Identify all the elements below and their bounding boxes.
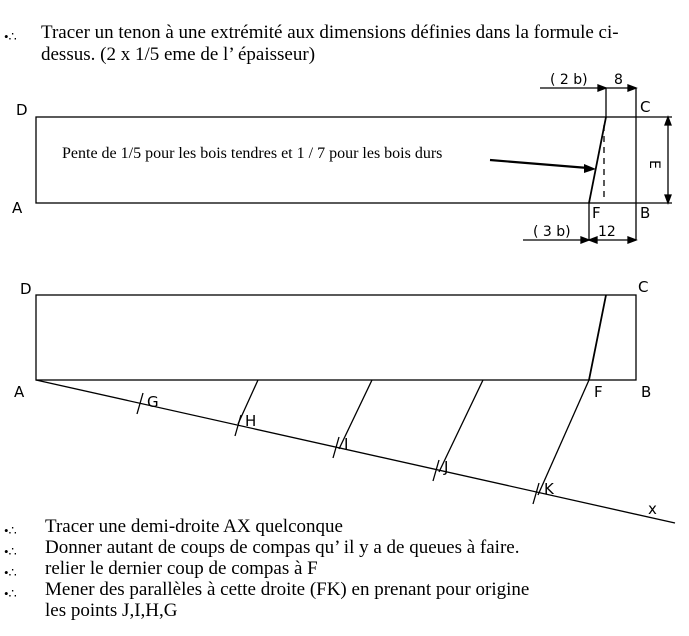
intro-line-2: dessus. (2 x 1/5 eme de l’ épaisseur)	[41, 44, 316, 65]
step-text-3: relier le dernier coup de compas à F	[45, 558, 318, 579]
label-B-2: B	[641, 383, 651, 401]
label-A-1: A	[12, 199, 23, 217]
label-G: G	[147, 393, 159, 411]
label-J: J	[443, 458, 448, 476]
step-bullet-1: •∴	[4, 523, 17, 538]
label-K: K	[544, 480, 555, 498]
slope-note: Pente de 1/5 pour les bois tendres et 1 …	[62, 145, 442, 162]
label-F-1: F	[592, 204, 601, 222]
parallel-FK	[537, 379, 590, 496]
tail-slope-line	[588, 294, 607, 381]
dim-label-12: 12	[598, 224, 616, 240]
diagram-1-labels: D A C B F ( 2 b) 8 ( 3 b) 12 E Pente de …	[12, 72, 662, 240]
tick-H	[234, 414, 242, 437]
tenon-slope-line	[588, 116, 607, 204]
label-F-2: F	[594, 383, 603, 401]
diagram-2	[35, 294, 676, 524]
step-text-4-continued: les points J,I,H,G	[45, 600, 178, 621]
step-text-2: Donner autant de coups de compas qu’ il …	[45, 537, 520, 558]
step-bullet-2: •∴	[4, 544, 17, 559]
label-I: I	[344, 435, 348, 453]
parallel-J	[438, 379, 484, 473]
label-B-1: B	[640, 204, 650, 222]
dim-label-E: E	[646, 160, 662, 169]
step-bullet-3: •∴	[4, 565, 17, 580]
label-D-1: D	[16, 101, 28, 119]
step-bullet-4: •∴	[4, 586, 17, 601]
note-arrow	[489, 158, 589, 170]
board-1-outline	[35, 116, 637, 204]
dim-label-8: 8	[614, 72, 623, 88]
parallel-I	[338, 379, 373, 450]
step-text-1: Tracer une demi-droite AX quelconque	[45, 516, 343, 537]
label-A-2: A	[14, 383, 25, 401]
parallel-H	[237, 379, 259, 425]
dim-label-2b: ( 2 b)	[550, 72, 588, 88]
board-2-outline	[35, 294, 637, 381]
tick-I	[332, 436, 340, 459]
label-D-2: D	[20, 280, 32, 298]
label-H: H	[245, 412, 256, 430]
diagram-2-labels: D C A F B x G H I J K	[14, 278, 657, 518]
diagram-1	[35, 84, 672, 244]
intro-bullet: •∴	[4, 29, 17, 44]
intro-line-1: Tracer un tenon à une extrémité aux dime…	[41, 22, 619, 43]
label-C-2: C	[638, 278, 648, 296]
tick-K	[532, 482, 540, 505]
step-text-4: Mener des parallèles à cette droite (FK)…	[45, 579, 530, 600]
label-C-1: C	[640, 98, 650, 116]
tick-J	[432, 459, 440, 482]
label-X: x	[648, 500, 657, 518]
tick-G	[136, 392, 144, 415]
half-line-AX	[35, 379, 676, 524]
dim-label-3b: ( 3 b)	[533, 224, 571, 240]
